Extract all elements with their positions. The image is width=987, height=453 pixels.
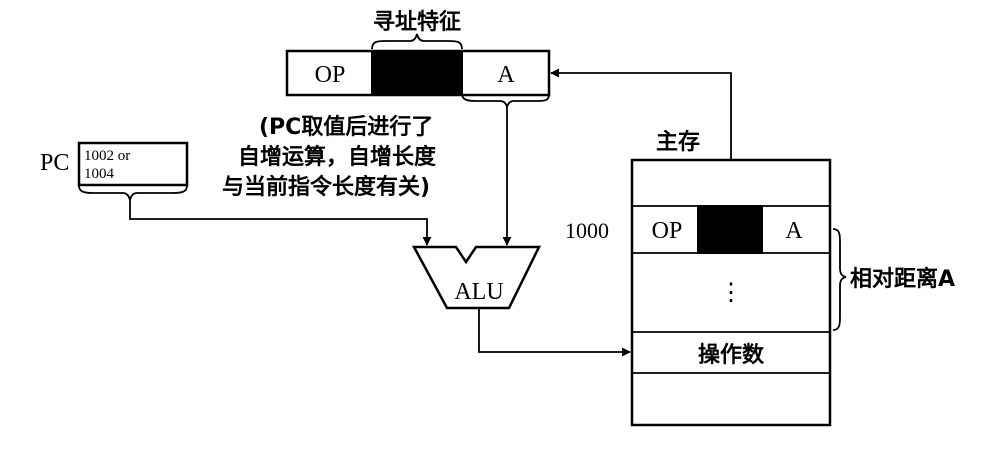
memory-addressing-feature-field [697,205,763,254]
memory-op-field: OP [652,218,683,244]
addressing-feature-field [371,50,463,96]
pc-increment-note: (PC取值后进行了 自增运算，自增长度 与当前指令长度有关) [222,114,437,200]
memory-ellipsis: ⋮ [719,280,743,306]
relative-distance-brace [832,228,847,331]
alu-to-operand-arrow [478,308,631,357]
addressing-feature-label: 寻址特征 [373,9,461,35]
alu-unit: ALU [411,245,542,310]
instruction-register: 寻址特征 OP A [285,9,551,108]
pc-register: PC 1002 or 1004 [40,141,189,201]
memory-a-field: A [785,218,803,244]
instruction-op-field: OP [315,62,346,88]
memory-box [630,158,832,427]
instruction-a-field: A [497,62,515,88]
addressing-feature-bracket [371,33,463,50]
relative-distance-label: 相对距离A [850,266,955,292]
pc-value-line-2: 1004 [84,166,115,182]
pc-bracket [78,185,188,201]
pc-to-alu-arrow [129,200,432,246]
note-line-2: 自增运算，自增长度 [238,144,437,170]
operand-cell: 操作数 [698,342,765,368]
main-memory: 主存 1000 OP A ⋮ 操作数 相对距离A [565,129,955,427]
memory-address-1000: 1000 [565,218,609,243]
pc-box [77,141,189,187]
main-memory-title: 主存 [656,129,700,155]
pc-label: PC [40,150,69,176]
note-line-1: (PC取值后进行了 [259,114,433,140]
alu-shape [411,245,542,310]
note-line-3: 与当前指令长度有关) [222,174,430,200]
alu-label: ALU [454,279,503,305]
pc-value-line-1: 1002 or [84,148,130,164]
